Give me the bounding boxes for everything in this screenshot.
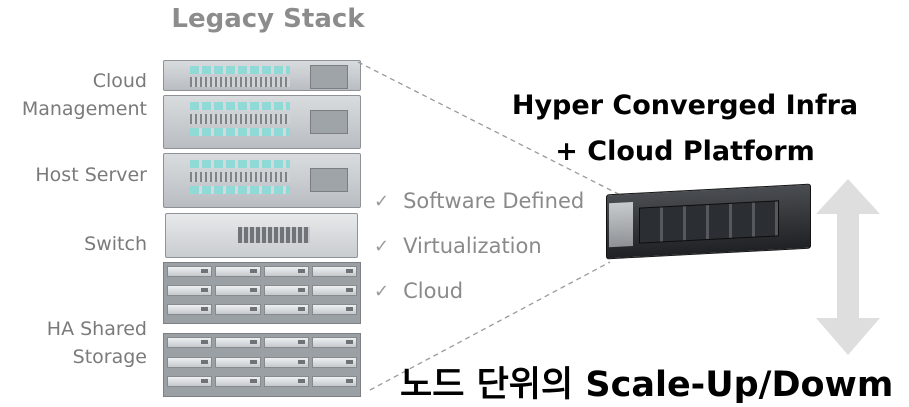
- legacy-stack-title: Legacy Stack: [171, 4, 365, 34]
- checkmark-icon: ✓: [374, 280, 390, 302]
- storage-array-1: [163, 262, 361, 324]
- feature-label: Cloud: [403, 279, 464, 303]
- dashed-line-bottom: [369, 261, 611, 391]
- layer-label-management: Management: [21, 98, 147, 120]
- cloud-management-server-2: [163, 95, 361, 149]
- layer-label-ha-shared: HA Shared: [46, 318, 147, 340]
- feature-virtualization: ✓ Virtualization: [374, 234, 542, 258]
- layer-label-cloud: Cloud: [92, 70, 147, 92]
- network-switch-image: [165, 213, 358, 258]
- feature-cloud: ✓ Cloud: [374, 279, 463, 303]
- layer-label-switch: Switch: [84, 233, 147, 255]
- checkmark-icon: ✓: [374, 190, 390, 212]
- feature-label: Software Defined: [403, 189, 585, 213]
- hci-title: Hyper Converged Infra: [511, 90, 859, 121]
- layer-label-storage: Storage: [72, 346, 147, 368]
- storage-array-2: [163, 333, 361, 397]
- checkmark-icon: ✓: [374, 235, 390, 257]
- feature-software-defined: ✓ Software Defined: [374, 189, 584, 213]
- host-server-image: [163, 153, 361, 208]
- feature-label: Virtualization: [403, 234, 542, 258]
- hci-subtitle: + Cloud Platform: [555, 136, 815, 167]
- scale-arrow-icon: [816, 179, 880, 355]
- scale-up-down-caption: 노드 단위의 Scale-Up/Dowm: [400, 365, 894, 405]
- cloud-management-server-1: [163, 60, 361, 91]
- hci-server-image: [606, 183, 811, 260]
- dashed-line-top: [357, 61, 641, 206]
- layer-label-host-server: Host Server: [35, 164, 147, 186]
